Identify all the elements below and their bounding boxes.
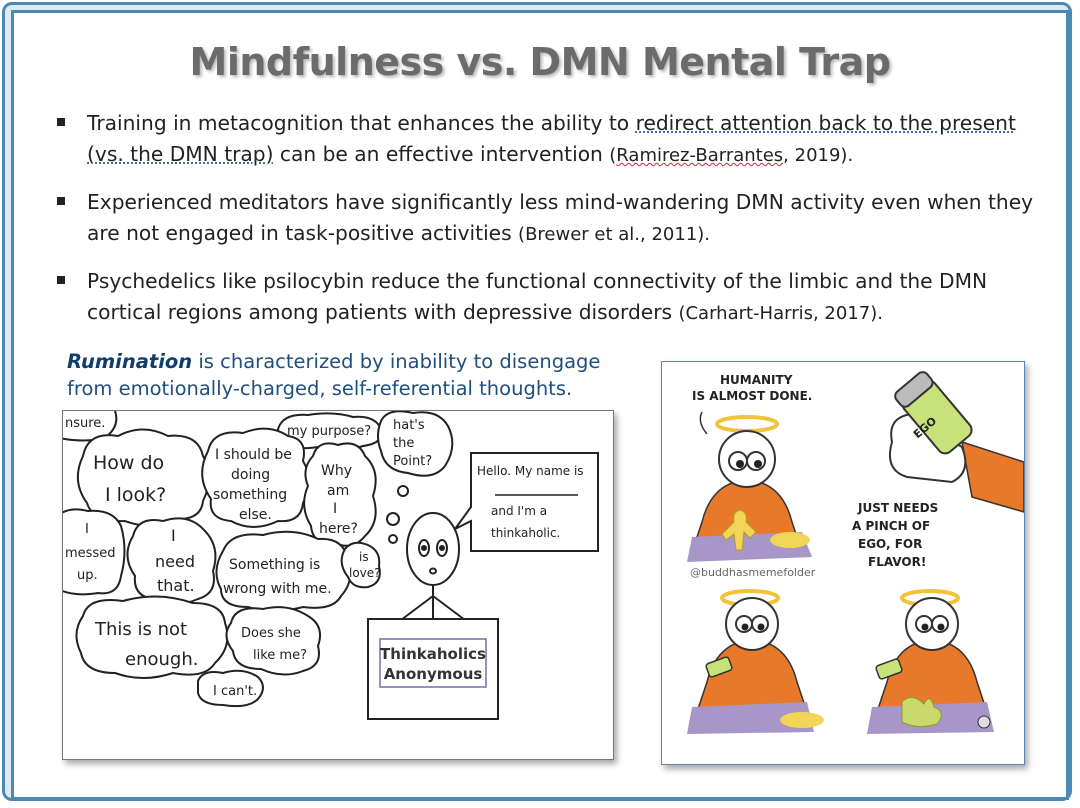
bubble-text: need bbox=[155, 552, 195, 571]
thought-bubble bbox=[377, 411, 454, 477]
bubble-text: Something is bbox=[229, 557, 320, 573]
bullet-square-icon bbox=[57, 197, 65, 205]
comic-text: HUMANITY bbox=[720, 373, 793, 387]
dough-figure-icon bbox=[721, 509, 757, 551]
citation: (Brewer et al., 2011). bbox=[518, 224, 711, 245]
bubble-text: I should be bbox=[215, 447, 292, 463]
thought-bubble bbox=[340, 541, 381, 589]
salt-shaker-icon bbox=[894, 371, 973, 455]
figure-eye bbox=[439, 545, 445, 551]
bubble-text: hat's bbox=[393, 418, 425, 433]
hand-icon bbox=[888, 412, 967, 484]
comic-text: A PINCH OF bbox=[852, 519, 930, 533]
bullet-item-psychedelics: Psychedelics like psilocybin reduce the … bbox=[55, 266, 1045, 329]
speech-text: Hello. My name is bbox=[477, 464, 584, 478]
citation: (Ramirez-Barrantes, 2019). bbox=[609, 145, 854, 166]
bullet-item-meditators: Experienced meditators have significantl… bbox=[55, 187, 1045, 250]
rumination-term: Rumination bbox=[67, 350, 193, 373]
bubble-text: nsure. bbox=[65, 416, 105, 431]
halo-icon bbox=[715, 415, 779, 433]
citation: (Carhart-Harris, 2017). bbox=[678, 303, 883, 324]
bubble-text: something bbox=[213, 487, 287, 503]
bullet-item-metacognition: Training in metacognition that enhances … bbox=[55, 108, 1045, 171]
bubble-text: my purpose? bbox=[287, 424, 371, 439]
bubble-text: I look? bbox=[105, 484, 166, 506]
bubble-text: else. bbox=[239, 507, 272, 523]
sign-text: Thinkaholics bbox=[380, 645, 486, 663]
bubble-text: enough. bbox=[125, 649, 198, 670]
thought-bubble bbox=[225, 606, 321, 676]
bubble-text: like me? bbox=[253, 648, 307, 663]
comic-panel-4 bbox=[867, 589, 994, 734]
bullet-text: can be an effective intervention bbox=[273, 142, 610, 166]
sign-label-box bbox=[379, 638, 487, 688]
bubble-text: that. bbox=[157, 576, 195, 595]
bullet-list: Training in metacognition that enhances … bbox=[55, 108, 1045, 345]
bullet-text: Experienced meditators have significantl… bbox=[87, 190, 1034, 245]
bubble-text: This is not bbox=[94, 619, 187, 640]
comic-text: EGO, FOR bbox=[858, 537, 922, 551]
bubble-text: I bbox=[85, 522, 89, 537]
thought-dot bbox=[397, 485, 409, 497]
slide-title: Mindfulness vs. DMN Mental Trap bbox=[189, 40, 891, 84]
comic-text: JUST NEEDS bbox=[857, 501, 938, 515]
bubble-text: I bbox=[171, 526, 176, 545]
dough-blob-icon bbox=[770, 532, 810, 548]
speech-text: thinkaholic. bbox=[491, 526, 560, 540]
bubble-text: the bbox=[393, 436, 414, 451]
thought-bubble bbox=[303, 442, 377, 547]
thought-dot bbox=[386, 512, 400, 526]
bubble-text: Does she bbox=[241, 626, 301, 641]
bubble-text: is bbox=[359, 550, 369, 564]
ego-flavor-comic-drawing: HUMANITY IS ALMOST DONE. EGO JUST NEEDS … bbox=[687, 371, 1024, 734]
speech-text: and I'm a bbox=[491, 504, 547, 518]
bubble-text: am bbox=[327, 483, 349, 499]
figure-eye bbox=[421, 545, 427, 551]
bubble-text: love? bbox=[349, 566, 381, 580]
thought-bubble bbox=[126, 517, 217, 605]
thinkaholics-cartoon-drawing: nsure. my purpose? hat's the Point? How … bbox=[63, 411, 599, 720]
bubble-text: I bbox=[333, 501, 337, 517]
thought-bubble bbox=[197, 669, 264, 708]
comic-panel-1 bbox=[687, 411, 812, 562]
bubble-text: messed bbox=[65, 546, 115, 561]
bullet-square-icon bbox=[57, 276, 65, 284]
bubble-text: How do bbox=[93, 452, 164, 474]
bubble-text: Why bbox=[321, 463, 352, 479]
rumination-definition: is characterized by inability to disenga… bbox=[67, 350, 601, 400]
bubble-text: wrong with me. bbox=[223, 581, 332, 597]
thought-bubble bbox=[75, 595, 229, 679]
ego-flavor-comic: HUMANITY IS ALMOST DONE. EGO JUST NEEDS … bbox=[661, 361, 1025, 765]
comic-panel-2 bbox=[888, 371, 1024, 513]
underlined-phrase: redirect attention back to the present (… bbox=[87, 111, 1016, 166]
bubble-text: I can't. bbox=[213, 684, 257, 699]
bubble-text: Point? bbox=[393, 454, 432, 469]
thought-bubble bbox=[63, 508, 126, 596]
sign-text: Anonymous bbox=[384, 665, 483, 683]
bubble-text: doing bbox=[231, 467, 270, 483]
bubble-text: up. bbox=[77, 568, 98, 583]
bullet-text: Psychedelics like psilocybin reduce the … bbox=[87, 269, 988, 324]
comic-credit: @buddhasmemefolder bbox=[690, 566, 816, 579]
comic-text: FLAVOR! bbox=[868, 555, 926, 569]
thinkaholics-cartoon: nsure. my purpose? hat's the Point? How … bbox=[62, 410, 614, 760]
rumination-caption: Rumination is characterized by inability… bbox=[67, 348, 637, 402]
stick-figure bbox=[392, 512, 474, 629]
bullet-text: Training in metacognition that enhances … bbox=[87, 111, 636, 135]
thought-bubble bbox=[215, 530, 352, 612]
bubble-text: here? bbox=[319, 521, 358, 537]
speech-bubble bbox=[454, 452, 599, 552]
comic-text: IS ALMOST DONE. bbox=[692, 389, 812, 403]
bullet-square-icon bbox=[57, 118, 65, 126]
thought-dot bbox=[388, 534, 398, 544]
thought-bubble bbox=[201, 427, 310, 528]
comic-panel-3 bbox=[687, 589, 824, 734]
